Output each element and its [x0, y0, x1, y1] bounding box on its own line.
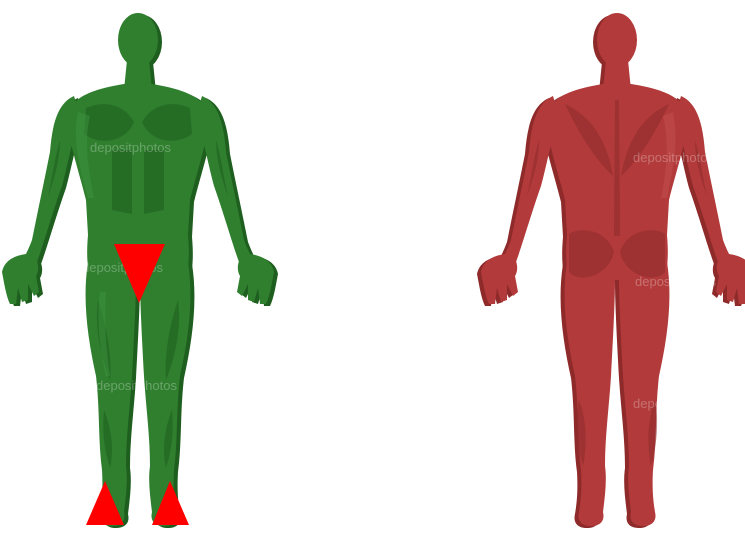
watermark-text: depositphotos	[635, 274, 716, 289]
back-body-silhouette	[481, 13, 745, 526]
back-body-figure: depositphotos depositphotos depositphoto…	[477, 13, 745, 528]
watermark-text: depositphotos	[96, 378, 177, 393]
watermark-text: depositphotos	[633, 150, 714, 165]
watermark-text: depositphotos	[633, 396, 714, 411]
watermark-text: depositphotos	[90, 140, 171, 155]
